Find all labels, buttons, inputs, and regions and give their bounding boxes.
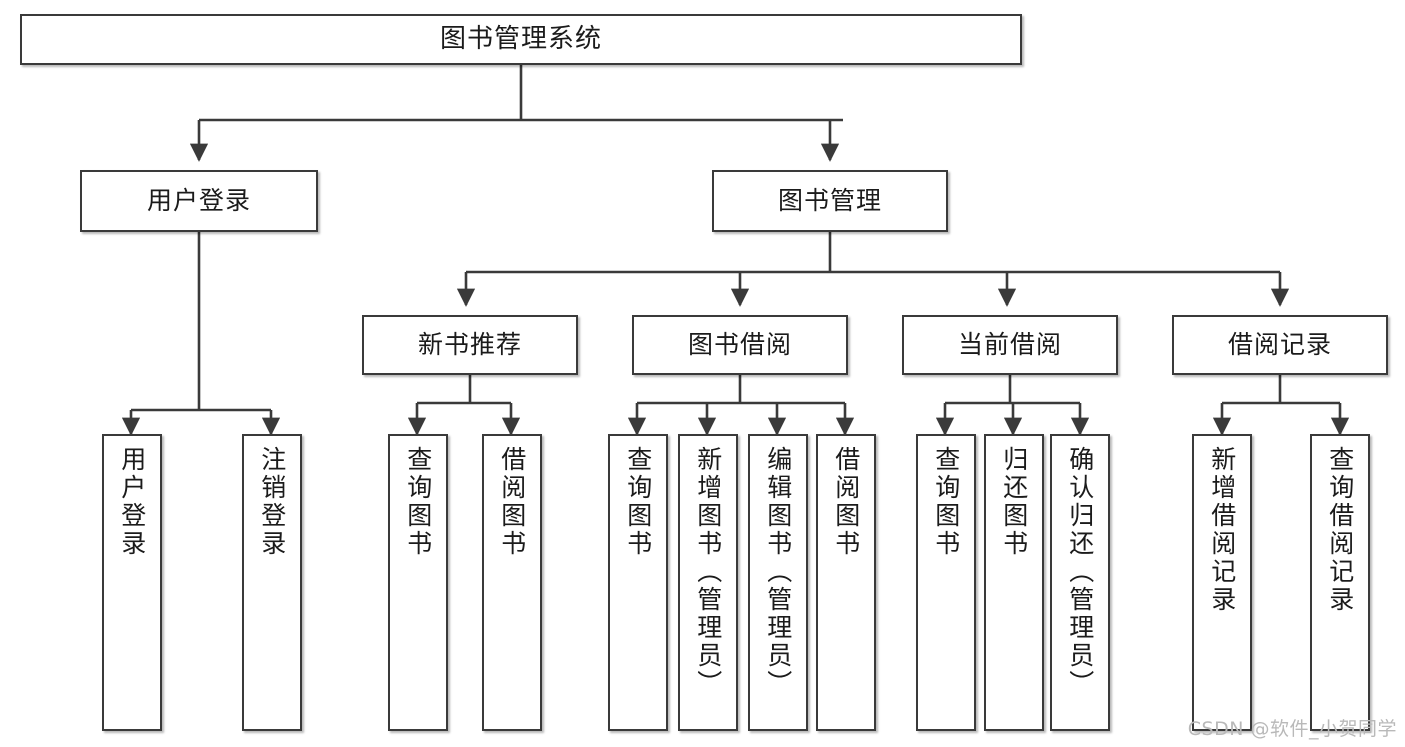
node-label: 编辑图书（管理员） (763, 446, 793, 698)
node-label: 新增图书（管理员） (693, 446, 723, 698)
node-current-borrow[interactable]: 当前借阅 (902, 315, 1118, 375)
node-label: 借阅记录 (1227, 330, 1332, 360)
leaf-add-borrow-record[interactable]: 新增借阅记录 (1192, 434, 1252, 731)
node-label: 新书推荐 (417, 330, 522, 360)
node-label: 用户登录 (117, 446, 147, 558)
csdn-watermark: CSDN @软件_小贺同学 (1187, 718, 1397, 740)
leaf-confirm-return-admin[interactable]: 确认归还（管理员） (1050, 434, 1110, 731)
node-book-management[interactable]: 图书管理 (712, 170, 948, 232)
node-label: 图书借阅 (687, 330, 792, 360)
leaf-add-book-admin[interactable]: 新增图书（管理员） (678, 434, 738, 731)
node-user-login[interactable]: 用户登录 (80, 170, 318, 232)
node-label: 查询图书 (931, 446, 961, 558)
node-borrow-record[interactable]: 借阅记录 (1172, 315, 1388, 375)
leaf-query-book-current[interactable]: 查询图书 (916, 434, 976, 731)
node-label: 查询图书 (623, 446, 653, 558)
leaf-query-borrow-record[interactable]: 查询借阅记录 (1310, 434, 1370, 731)
node-label: 借阅图书 (831, 446, 861, 558)
node-book-borrow[interactable]: 图书借阅 (632, 315, 848, 375)
node-label: 查询图书 (403, 446, 433, 558)
node-label: 借阅图书 (497, 446, 527, 558)
leaf-logout-login[interactable]: 注销登录 (242, 434, 302, 731)
leaf-query-book-recommend[interactable]: 查询图书 (388, 434, 448, 731)
node-label: 确认归还（管理员） (1065, 446, 1095, 698)
node-label: 图书管理系统 (439, 24, 602, 55)
leaf-user-login[interactable]: 用户登录 (102, 434, 162, 731)
node-label: 注销登录 (257, 446, 287, 558)
node-label: 查询借阅记录 (1325, 446, 1355, 614)
node-label: 归还图书 (999, 446, 1029, 558)
leaf-edit-book-admin[interactable]: 编辑图书（管理员） (748, 434, 808, 731)
node-new-book-recommend[interactable]: 新书推荐 (362, 315, 578, 375)
node-label: 用户登录 (146, 186, 251, 216)
node-label: 图书管理 (777, 186, 882, 216)
node-label: 当前借阅 (957, 330, 1062, 360)
leaf-return-book[interactable]: 归还图书 (984, 434, 1044, 731)
node-label: 新增借阅记录 (1207, 446, 1237, 614)
leaf-query-book-borrow[interactable]: 查询图书 (608, 434, 668, 731)
leaf-borrow-book-recommend[interactable]: 借阅图书 (482, 434, 542, 731)
leaf-borrow-book[interactable]: 借阅图书 (816, 434, 876, 731)
node-root-book-management-system[interactable]: 图书管理系统 (20, 14, 1022, 65)
